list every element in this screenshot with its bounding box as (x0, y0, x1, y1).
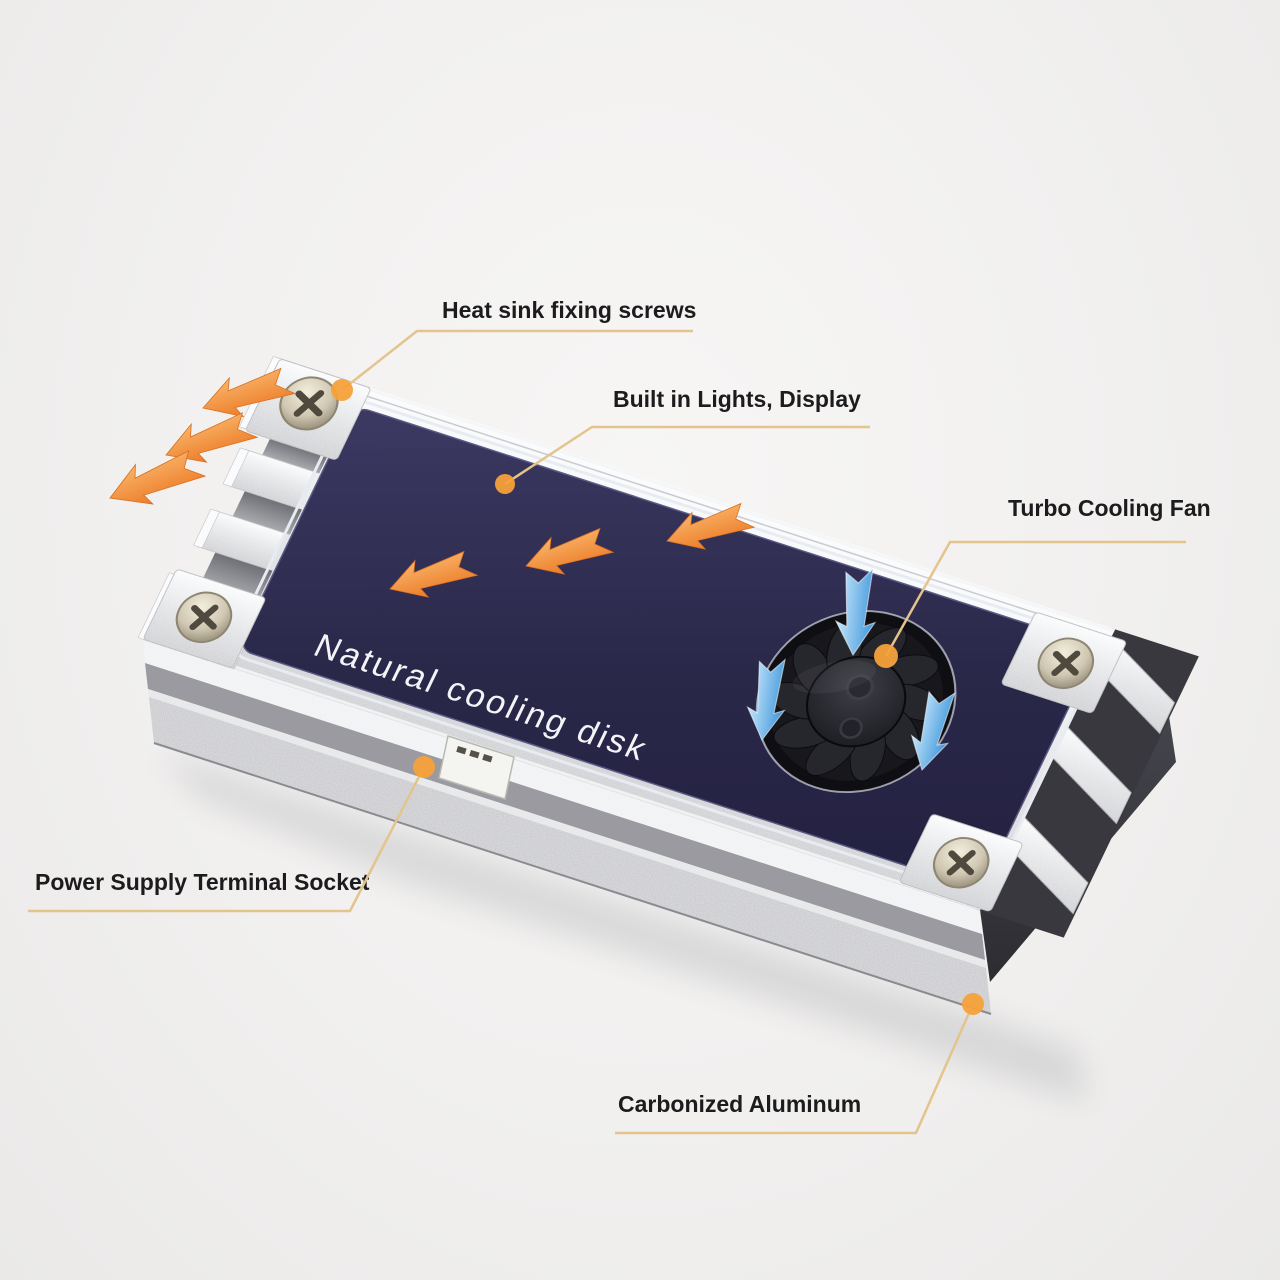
callout-power-socket: Power Supply Terminal Socket (28, 756, 435, 913)
heatsink-side-wall (143, 639, 992, 1015)
callout-turbo-fan-dot (874, 644, 898, 668)
power-supply-socket (438, 735, 515, 800)
callout-turbo-fan-label: Turbo Cooling Fan (1008, 495, 1211, 521)
callout-display-line (504, 425, 870, 486)
callout-display-dot (495, 474, 515, 494)
callout-carbonized-aluminum: Carbonized Aluminum (615, 993, 984, 1135)
callout-heatsink-screws-line (341, 329, 693, 391)
callout-display: Built in Lights, Display (495, 386, 870, 494)
callout-turbo-fan-line (884, 540, 1186, 657)
callout-heatsink-screws: Heat sink fixing screws (331, 297, 696, 401)
callout-carbonized-aluminum-line (615, 1003, 975, 1135)
callout-power-socket-line (28, 766, 426, 913)
callout-heatsink-screws-label: Heat sink fixing screws (442, 297, 696, 323)
callout-heatsink-screws-dot (331, 379, 353, 401)
heatsink-body: Natural cooling disk (137, 356, 1199, 938)
ground-shadow (160, 752, 1086, 1102)
callout-power-socket-label: Power Supply Terminal Socket (35, 869, 370, 895)
callout-display-label: Built in Lights, Display (613, 386, 861, 412)
callout-power-socket-dot (413, 756, 435, 778)
turbo-cooling-fan (755, 610, 957, 794)
callout-carbonized-aluminum-label: Carbonized Aluminum (618, 1091, 861, 1117)
callout-carbonized-aluminum-dot (962, 993, 984, 1015)
callout-turbo-fan: Turbo Cooling Fan (874, 495, 1211, 668)
